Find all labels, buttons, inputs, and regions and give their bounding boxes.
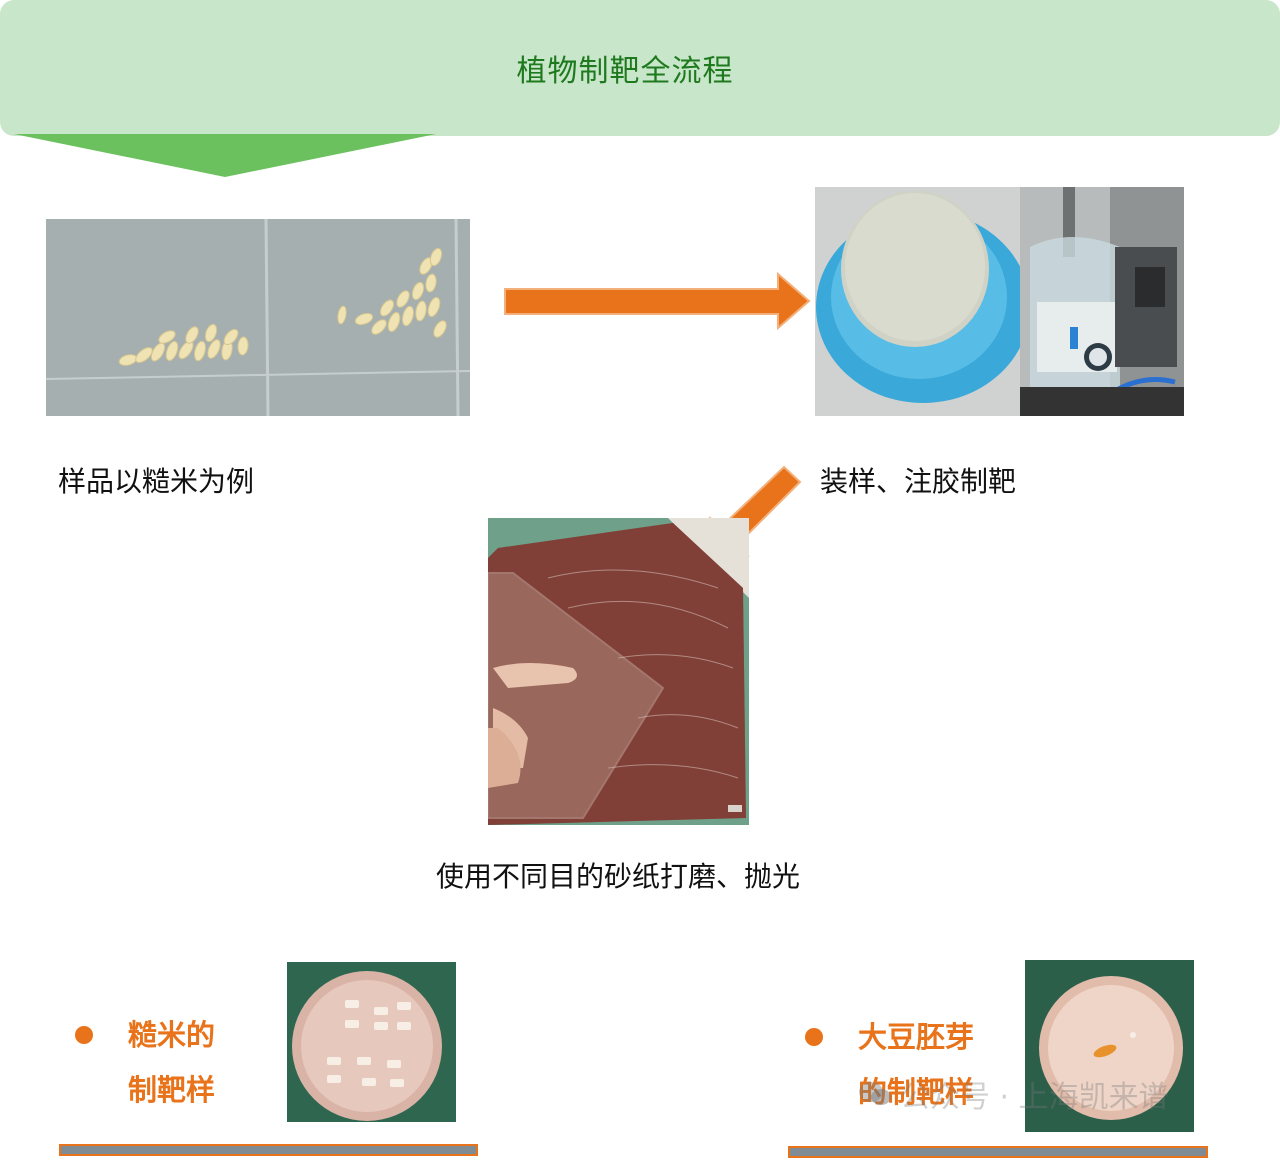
underline-bar-rice (59, 1144, 478, 1156)
step-caption-polishing: 使用不同目的砂纸打磨、抛光 (436, 860, 801, 893)
underline-bar-soy (788, 1146, 1208, 1158)
brown-rice-target-sample-photo (287, 962, 456, 1122)
header-banner (0, 0, 1280, 136)
bullet-dot (75, 1026, 93, 1044)
sandpaper-polishing-photo (488, 518, 749, 825)
banner-pointer-triangle (14, 134, 436, 177)
brown-rice-grains-photo (46, 219, 470, 416)
watermark-text: 公众号 · 上海凯来谱 (900, 1080, 1169, 1115)
step-caption-potting: 装样、注胶制靶 (820, 465, 1017, 498)
right-arrow-icon (504, 272, 811, 330)
result-label-rice-line2: 制靶样 (128, 1073, 216, 1107)
result-label-soy-line1: 大豆胚芽 (858, 1020, 975, 1054)
result-label-rice-line1: 糙米的 (128, 1018, 216, 1052)
wechat-icon (858, 1080, 892, 1108)
watermark: 公众号 · 上海凯来谱 (858, 1072, 1258, 1142)
mold-and-vacuum-potting-photo (815, 187, 1184, 416)
bullet-dot (805, 1028, 823, 1046)
soybean-germ-target-sample-photo (1025, 960, 1194, 1132)
step-caption-sample: 样品以糙米为例 (58, 465, 255, 498)
page-title: 植物制靶全流程 (516, 54, 734, 89)
